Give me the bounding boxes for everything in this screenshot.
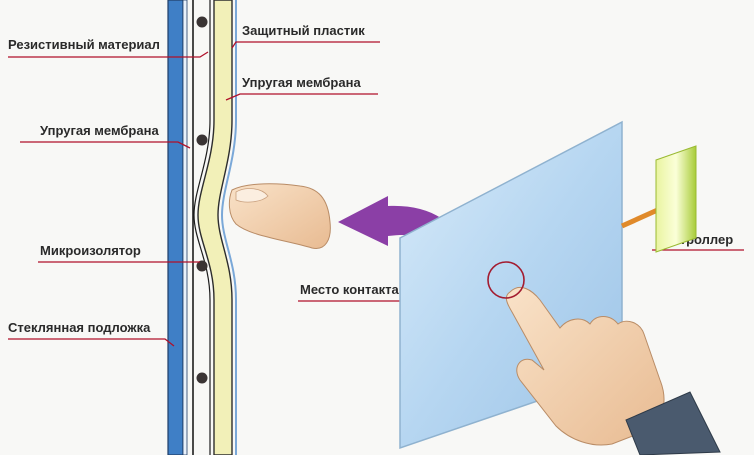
micro-insulator-dot (196, 134, 208, 146)
resistive-coating-layer (182, 0, 188, 455)
micro-insulator-dot (196, 260, 208, 272)
leader-elastic-membrane-right (225, 93, 378, 101)
label-protective-plastic: Защитный пластик (242, 23, 365, 38)
label-resistive-material: Резистивный материал (8, 37, 160, 52)
contact-point-circle (487, 261, 525, 299)
layer-stack (167, 0, 237, 455)
pressing-finger-illustration (228, 183, 331, 249)
touching-hand-illustration (505, 287, 721, 455)
label-contact-point: Место контакта (300, 282, 399, 297)
fingernail-shape (235, 188, 269, 203)
direction-arrow (338, 196, 474, 258)
inner-resistive-line (193, 0, 211, 455)
leader-lines (8, 41, 744, 347)
label-glass-substrate: Стеклянная подложка (8, 320, 151, 335)
hand-shape (505, 287, 665, 446)
sleeve-shape (625, 391, 721, 455)
leader-glass-substrate (8, 338, 175, 347)
protective-plastic-line (220, 0, 237, 455)
glass-substrate-layer (167, 0, 184, 455)
label-elastic-membrane-left: Упругая мембрана (40, 123, 159, 138)
micro-insulator-dot (196, 16, 208, 28)
leader-protective-plastic (231, 41, 380, 49)
controller-box (655, 145, 697, 253)
leader-elastic-membrane-left (20, 141, 191, 149)
front-membrane-layer (197, 0, 233, 455)
leader-resistive-material (8, 51, 209, 58)
label-micro-insulator: Микроизолятор (40, 243, 141, 258)
micro-insulator-dot (196, 372, 208, 384)
label-elastic-membrane-right: Упругая мембрана (242, 75, 361, 90)
controller-cable (620, 205, 664, 229)
